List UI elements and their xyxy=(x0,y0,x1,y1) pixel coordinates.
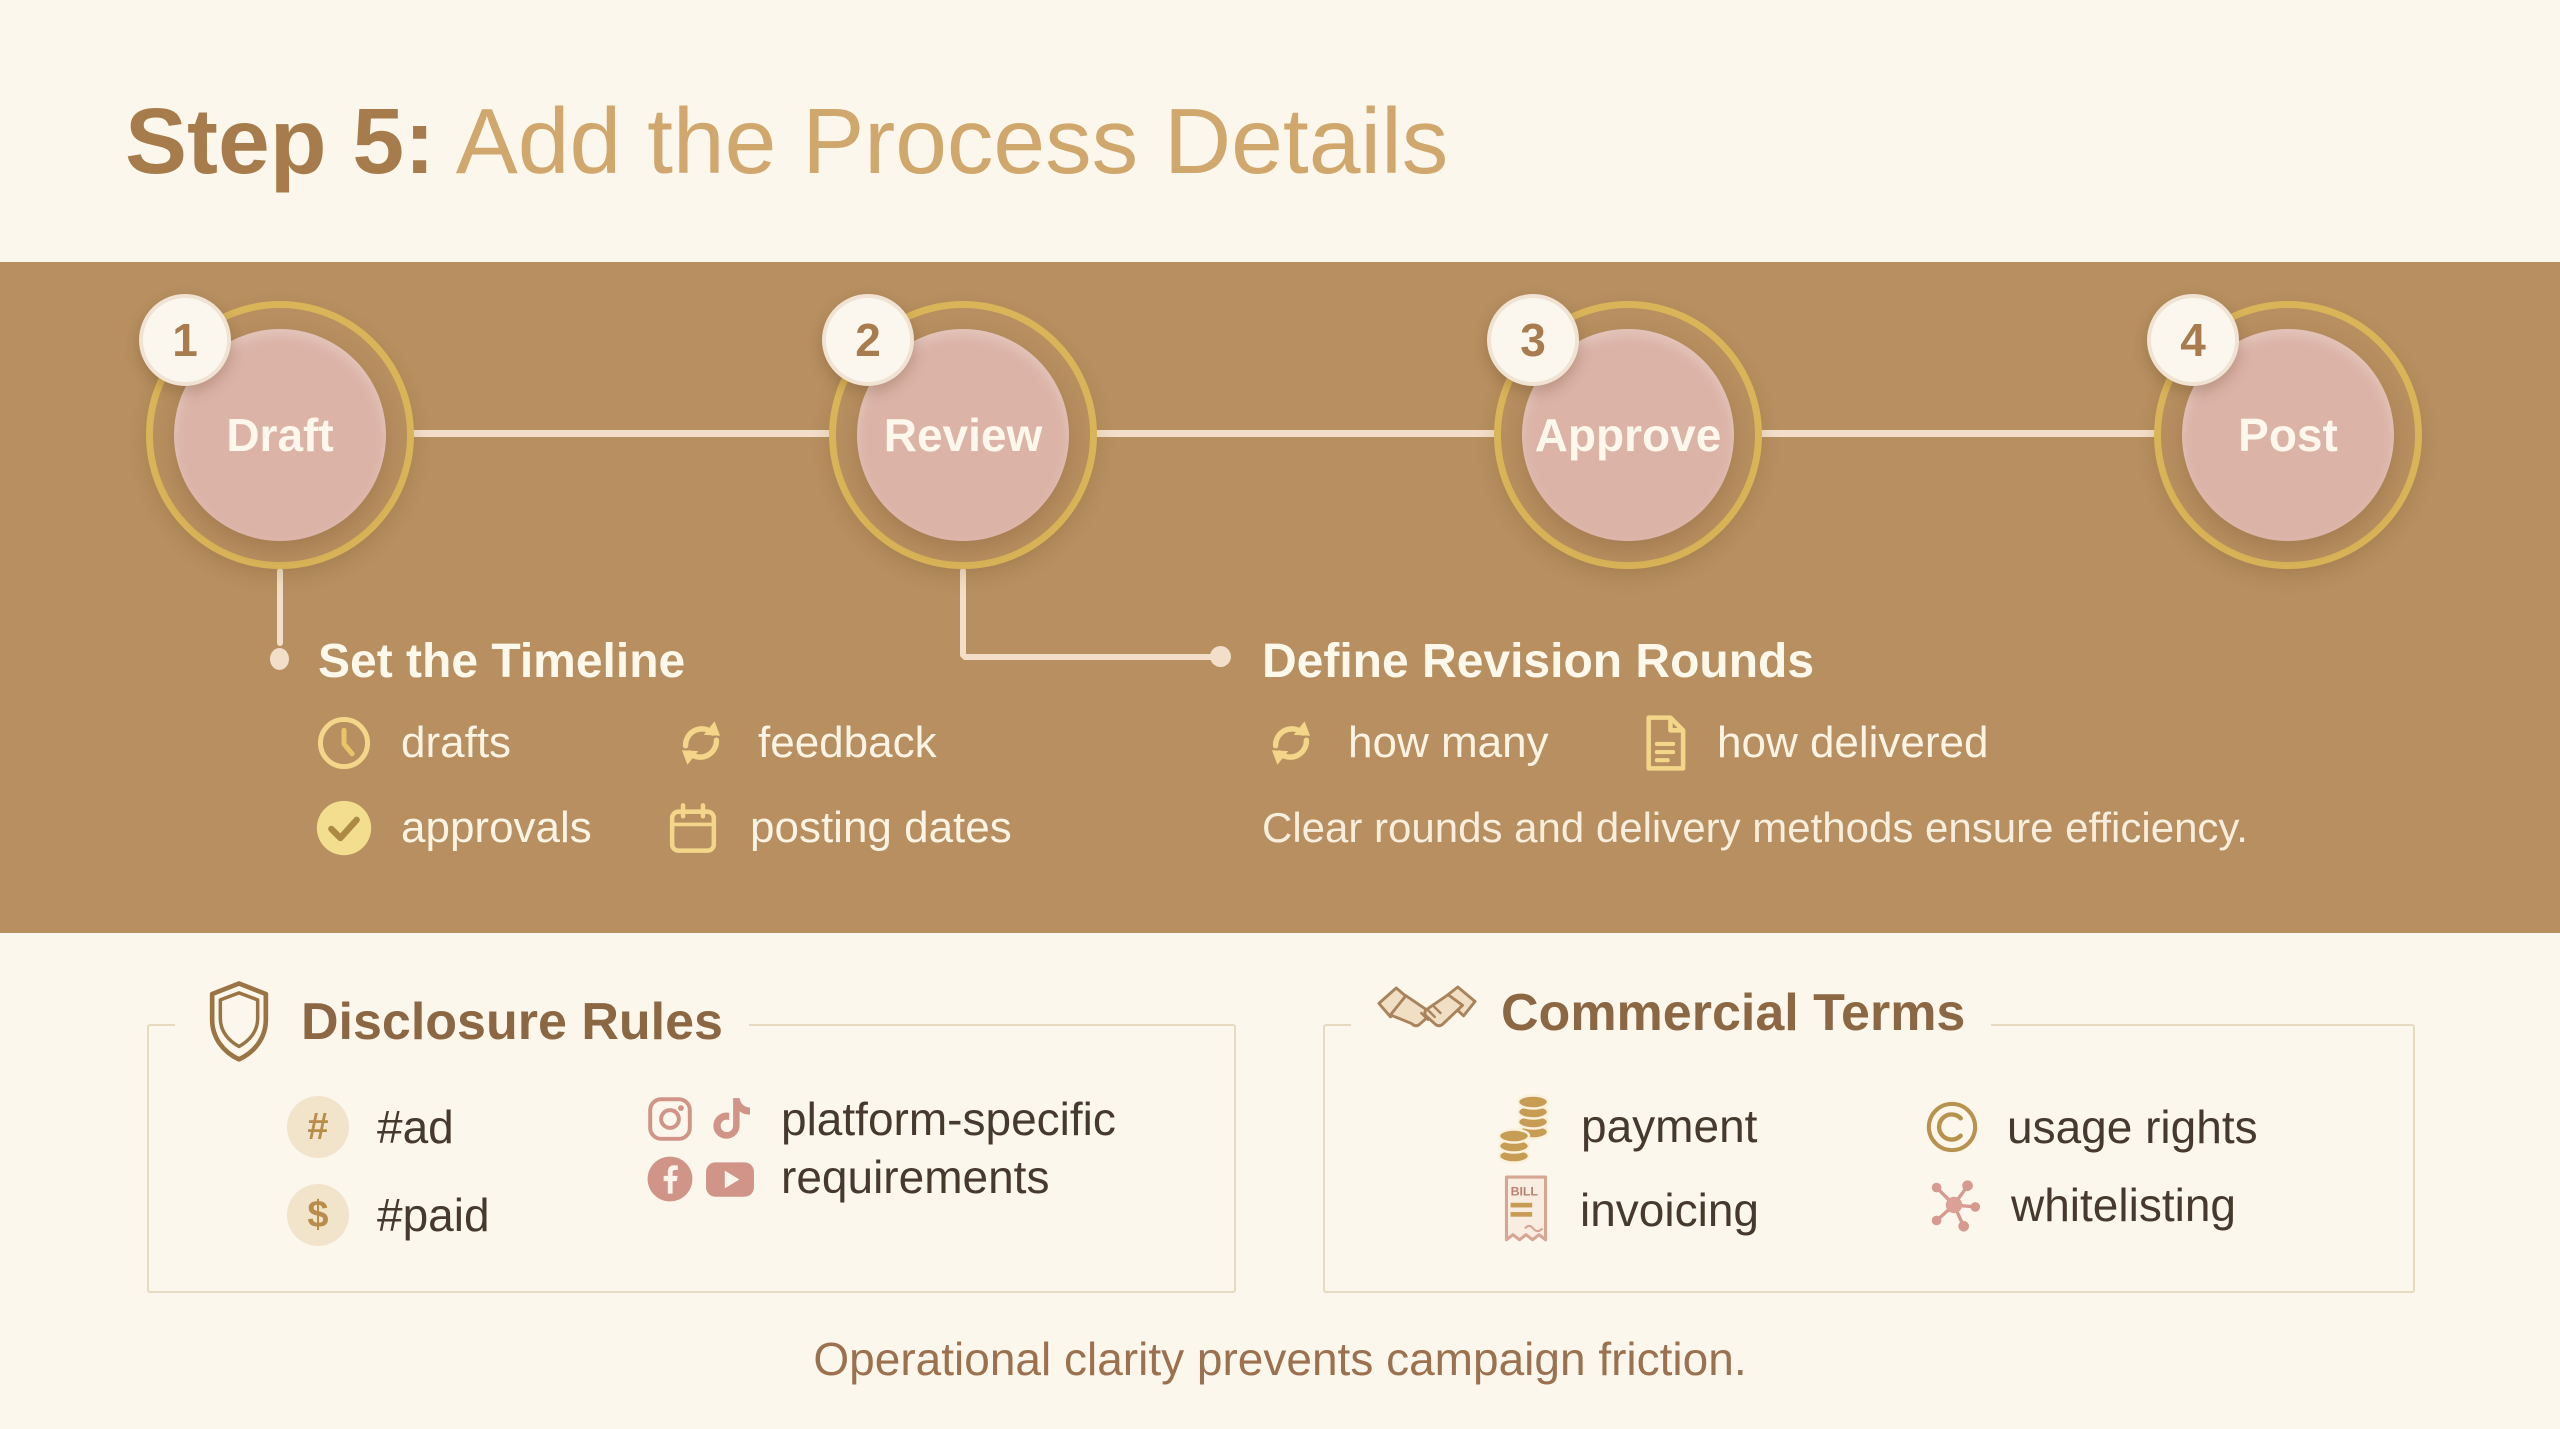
commercial-item-whitelisting: whitelisting xyxy=(1925,1176,2236,1234)
timeline-step-draft: Draft 1 xyxy=(139,294,414,569)
step-number: 4 xyxy=(2180,314,2206,366)
draft-connector-line xyxy=(277,568,283,646)
step-number-badge: 2 xyxy=(822,294,914,386)
item-label: #ad xyxy=(377,1101,454,1153)
disclosure-rules-title: Disclosure Rules xyxy=(301,993,723,1051)
item-label: payment xyxy=(1581,1100,1758,1152)
item-label: how delivered xyxy=(1717,718,1989,767)
refresh-icon xyxy=(672,714,730,772)
step-number: 1 xyxy=(172,314,198,366)
footer-note: Operational clarity prevents campaign fr… xyxy=(813,1333,1747,1385)
page-title: Step 5: Add the Process Details xyxy=(125,88,1448,195)
step-circle: Draft xyxy=(174,329,386,541)
step-number-badge: 1 xyxy=(139,294,231,386)
timeline-step-approve: Approve 3 xyxy=(1487,294,1762,569)
instagram-icon xyxy=(645,1094,695,1144)
handshake-icon xyxy=(1377,980,1477,1046)
item-label: approvals xyxy=(401,803,592,852)
step-number: 2 xyxy=(855,314,881,366)
commercial-terms-title: Commercial Terms xyxy=(1501,984,1966,1042)
step-number: 3 xyxy=(1520,314,1546,366)
item-label: how many xyxy=(1348,718,1549,767)
item-label: posting dates xyxy=(750,803,1012,852)
shield-icon xyxy=(201,980,277,1064)
copyright-icon xyxy=(1925,1100,1979,1154)
hashtag-icon: # xyxy=(287,1096,349,1158)
item-label: drafts xyxy=(401,718,512,767)
network-icon xyxy=(1925,1176,1983,1234)
revision-item-how-many: how many xyxy=(1262,714,1549,772)
check-circle-icon xyxy=(315,799,373,857)
timeline-item-approvals: approvals xyxy=(315,799,592,857)
timeline-step-review: Review 2 xyxy=(822,294,1097,569)
step-label: Post xyxy=(2238,409,2338,461)
revision-rounds-note: Clear rounds and delivery methods ensure… xyxy=(1262,804,2248,851)
commercial-item-invoicing: BILL invoicing xyxy=(1500,1174,1759,1246)
step-label: Draft xyxy=(226,409,334,461)
step-label: Review xyxy=(883,409,1043,461)
title-step-label: Step 5: xyxy=(125,89,436,193)
step-number-badge: 3 xyxy=(1487,294,1579,386)
disclosure-item-paid: $ #paid xyxy=(287,1184,490,1246)
review-connector-dot xyxy=(1210,646,1231,667)
disclosure-item-platform-requirements: platform-specific requirements xyxy=(645,1090,1211,1207)
document-icon xyxy=(1641,714,1689,772)
step-label: Approve xyxy=(1534,409,1722,461)
disclosure-rules-box: Disclosure Rules # #ad $ #paid xyxy=(147,980,1236,1293)
disclosure-item-ad: # #ad xyxy=(287,1096,454,1158)
commercial-terms-legend: Commercial Terms xyxy=(1351,980,1992,1046)
title-rest-label: Add the Process Details xyxy=(435,89,1449,193)
social-icons-group xyxy=(645,1094,755,1204)
invoice-icon-text: BILL xyxy=(1511,1185,1539,1199)
item-label: #paid xyxy=(377,1189,490,1241)
timeline-item-drafts: drafts xyxy=(315,714,511,772)
commercial-item-payment: payment xyxy=(1495,1088,1757,1164)
timeline-connector-line xyxy=(280,430,2288,437)
commercial-terms-box: Commercial Terms payment usage rights BI… xyxy=(1323,980,2415,1293)
revision-rounds-heading: Define Revision Rounds xyxy=(1262,635,1815,688)
facebook-icon xyxy=(645,1154,695,1204)
coins-icon xyxy=(1495,1088,1553,1164)
youtube-icon xyxy=(705,1154,755,1204)
invoice-icon: BILL xyxy=(1500,1174,1552,1246)
disclosure-rules-legend: Disclosure Rules xyxy=(175,980,749,1064)
calendar-icon xyxy=(664,799,722,857)
commercial-item-usage-rights: usage rights xyxy=(1925,1100,2258,1154)
draft-connector-dot xyxy=(270,648,289,670)
review-connector-vline xyxy=(960,568,966,658)
set-timeline-heading: Set the Timeline xyxy=(318,635,686,688)
item-label: platform-specific requirements xyxy=(781,1093,1116,1204)
step-number-badge: 4 xyxy=(2147,294,2239,386)
item-label: feedback xyxy=(758,718,937,767)
refresh-icon xyxy=(1262,714,1320,772)
clock-icon xyxy=(315,714,373,772)
item-label: usage rights xyxy=(2007,1101,2258,1153)
tiktok-icon xyxy=(705,1094,755,1144)
review-connector-hline xyxy=(962,654,1214,660)
timeline-step-post: Post 4 xyxy=(2147,294,2422,569)
dollar-icon: $ xyxy=(287,1184,349,1246)
timeline-item-posting-dates: posting dates xyxy=(664,799,1012,857)
revision-item-how-delivered: how delivered xyxy=(1641,714,1989,772)
item-label: invoicing xyxy=(1580,1184,1759,1236)
timeline-item-feedback: feedback xyxy=(672,714,937,772)
process-band: Draft 1 Review 2 Approve 3 Post 4 Set th… xyxy=(0,262,2560,933)
item-label: whitelisting xyxy=(2011,1179,2236,1231)
